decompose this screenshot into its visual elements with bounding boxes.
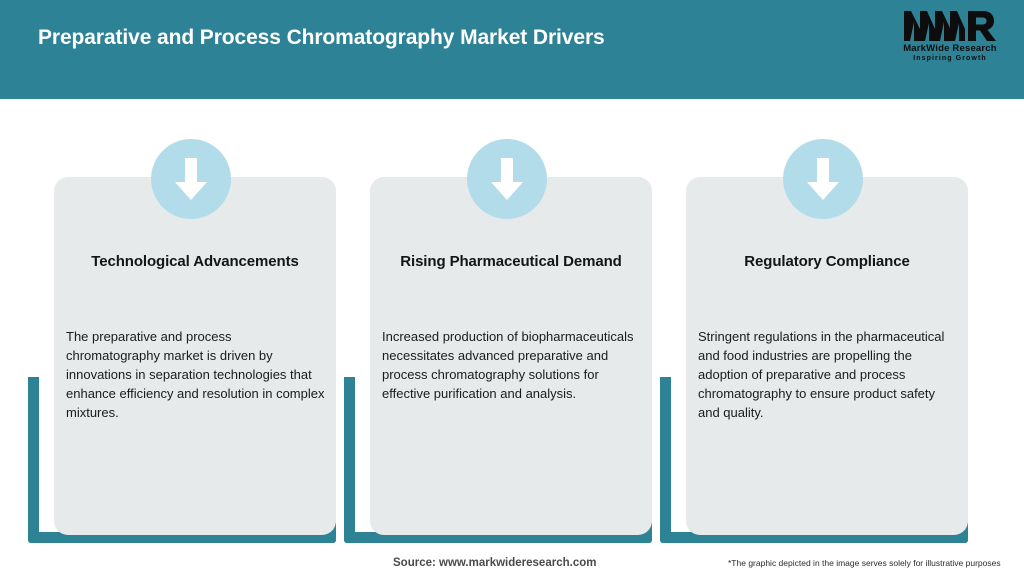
card-body: Increased production of biopharmaceutica…: [382, 329, 634, 401]
disclaimer-note: *The graphic depicted in the image serve…: [728, 558, 1001, 568]
logo-name: MarkWide Research: [903, 43, 997, 54]
logo-tagline: Inspiring Growth: [913, 55, 987, 62]
header-band: Preparative and Process Chromatography M…: [0, 0, 1024, 99]
down-arrow-glyph: [491, 158, 523, 200]
card-body: The preparative and process chromatograp…: [66, 329, 325, 420]
down-arrow-icon: [783, 139, 863, 219]
card-title: Regulatory Compliance: [744, 253, 910, 270]
down-arrow-icon: [467, 139, 547, 219]
brand-logo: MarkWide Research Inspiring Growth: [894, 9, 1006, 67]
driver-card[interactable]: Technological Advancements The preparati…: [54, 139, 336, 535]
card-body: Stringent regulations in the pharmaceuti…: [698, 329, 945, 420]
page-title: Preparative and Process Chromatography M…: [38, 26, 605, 49]
mwr-logo-icon: [904, 11, 996, 41]
down-arrow-icon: [151, 139, 231, 219]
down-arrow-glyph: [175, 158, 207, 200]
card-title: Rising Pharmaceutical Demand: [400, 253, 622, 270]
driver-card[interactable]: Regulatory Compliance Stringent regulati…: [686, 139, 968, 535]
driver-card[interactable]: Rising Pharmaceutical Demand Increased p…: [370, 139, 652, 535]
source-note: Source: www.markwideresearch.com: [393, 557, 597, 569]
card-title: Technological Advancements: [91, 253, 299, 270]
down-arrow-glyph: [807, 158, 839, 200]
